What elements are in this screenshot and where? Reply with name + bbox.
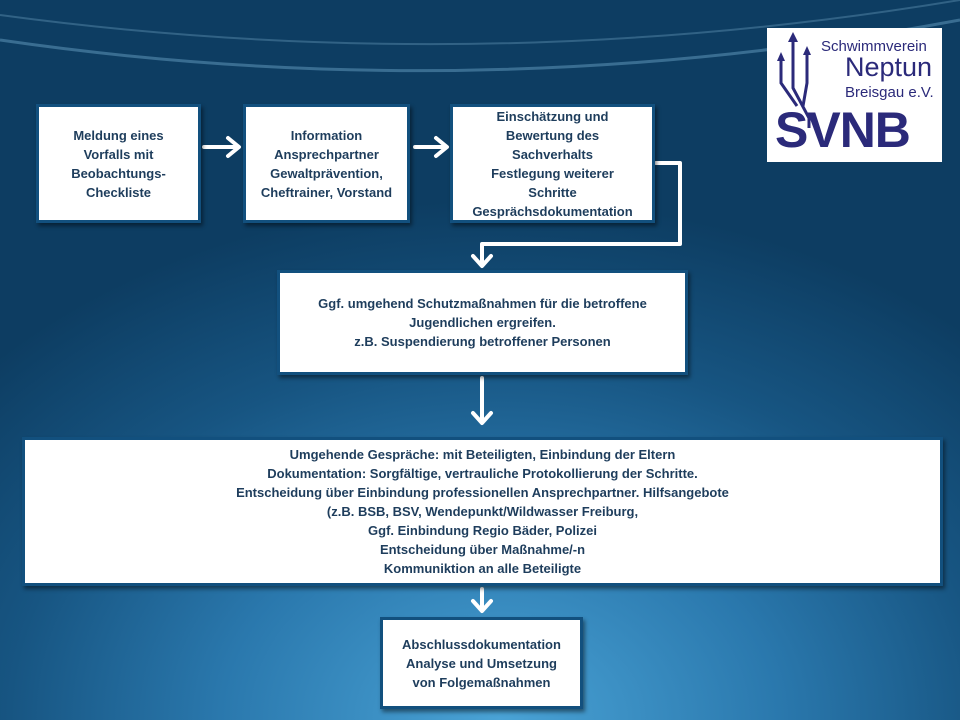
step-text: z.B. Suspendierung betroffener Personen — [354, 334, 611, 349]
arrow-2-3 — [413, 136, 449, 158]
step-text: Ansprechpartner — [274, 146, 379, 162]
arrow-4-5 — [471, 376, 493, 425]
step-text: Checkliste — [85, 184, 152, 200]
step-text: Schritte — [528, 184, 577, 200]
background-wave — [0, 0, 960, 46]
step-text: Analyse und Umsetzung — [406, 655, 557, 671]
step-text: (z.B. BSB, BSV, Wendepunkt/Wildwasser Fr… — [326, 504, 639, 519]
step-text: Meldung eines — [73, 127, 164, 143]
step-text: Gesprächsdokumentation — [472, 203, 633, 219]
step-assessment: Einschätzung und Bewertung des Sachverha… — [450, 104, 655, 223]
club-logo: Schwimmverein Neptun Breisgau e.V. SVNB — [767, 28, 942, 162]
step-text: Abschlussdokumentation — [402, 636, 561, 652]
step-text: Entscheidung über Einbindung professione… — [236, 485, 729, 500]
step-text: Festlegung weiterer — [491, 165, 614, 181]
trident-icon — [777, 32, 811, 128]
step-text: Einschätzung und — [496, 108, 609, 124]
step-text: Ggf. umgehend Schutzmaßnahmen für die be… — [318, 296, 647, 311]
logo-abbreviation: SVNB — [775, 102, 911, 158]
arrow-1-2 — [202, 136, 241, 158]
step-text: Sachverhalts — [512, 146, 593, 162]
step-text: Kommuniktion an alle Beteiligte — [383, 561, 582, 576]
step-text: von Folgemaßnahmen — [412, 674, 551, 690]
step-text: Umgehende Gespräche: mit Beteiligten, Ei… — [289, 447, 676, 462]
step-protective-measures: Ggf. umgehend Schutzmaßnahmen für die be… — [277, 270, 688, 375]
step-report-incident: Meldung eines Vorfalls mit Beobachtungs-… — [36, 104, 201, 223]
step-text: Bewertung des — [505, 127, 600, 143]
step-text: Cheftrainer, Vorstand — [260, 184, 393, 200]
logo-line-2: Neptun — [845, 52, 933, 82]
step-text: Vorfalls mit — [83, 146, 154, 162]
step-text: Gewaltprävention, — [270, 165, 383, 181]
step-text: Jugendlichen ergreifen. — [409, 315, 556, 330]
step-inform-contacts: Information Ansprechpartner Gewaltpräven… — [243, 104, 410, 223]
step-text: Information — [290, 127, 363, 143]
step-text: Entscheidung über Maßnahme/-n — [379, 542, 586, 557]
step-final-documentation: Abschlussdokumentation Analyse und Umset… — [380, 617, 583, 709]
step-conversations-documentation: Umgehende Gespräche: mit Beteiligten, Ei… — [22, 437, 943, 586]
logo-line-3: Breisgau e.V. — [845, 84, 934, 101]
step-text: Dokumentation: Sorgfältige, vertrauliche… — [267, 466, 698, 481]
arrow-3-4 — [471, 161, 682, 268]
step-text: Ggf. Einbindung Regio Bäder, Polizei — [368, 523, 597, 538]
arrow-5-6 — [471, 587, 493, 613]
logo-line-1: Schwimmverein — [821, 38, 927, 55]
step-text: Beobachtungs- — [71, 165, 166, 181]
